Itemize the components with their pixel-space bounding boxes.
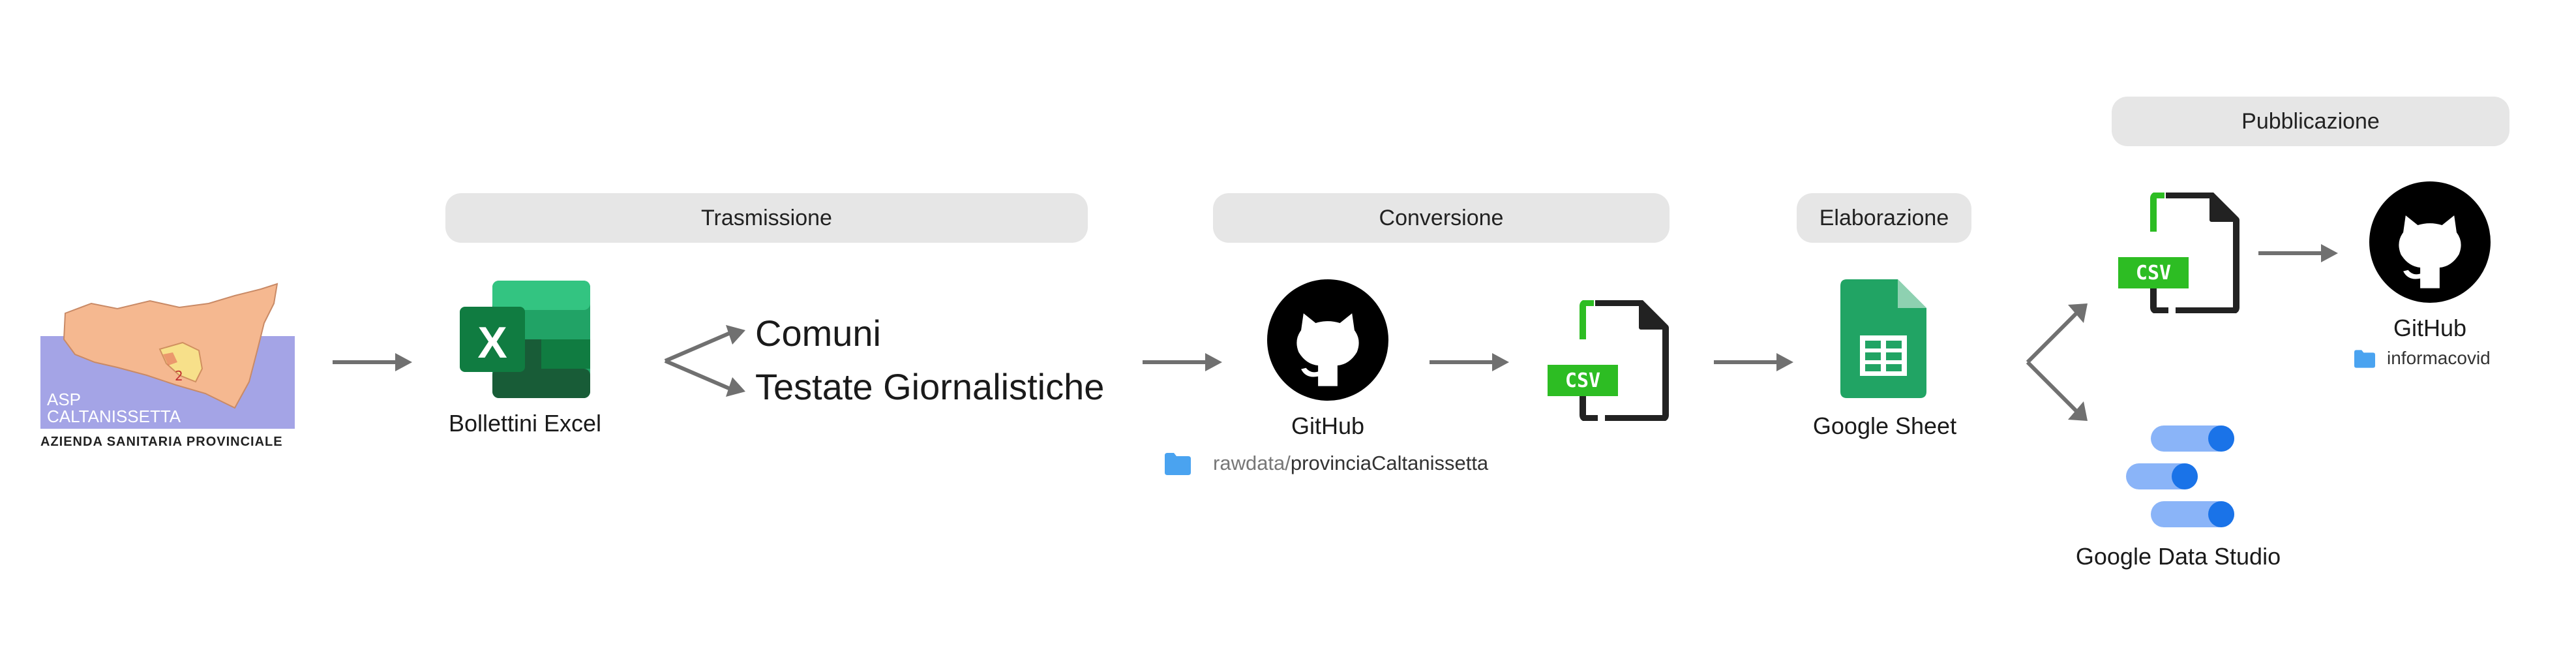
asp-logo-subtitle: AZIENDA SANITARIA PROVINCIALE xyxy=(40,435,283,449)
github-raw-path: rawdata/provinciaCaltanissetta xyxy=(1213,452,1488,475)
folder-icon xyxy=(1165,453,1191,475)
excel-letter: X xyxy=(477,318,507,367)
github-pub-label: GitHub xyxy=(2393,315,2467,341)
asp-logo-line1: ASP xyxy=(47,390,81,409)
arrow-icon xyxy=(2258,240,2340,266)
recipient-testate: Testate Giornalistiche xyxy=(755,366,1105,407)
stage-elaborazione-label: Elaborazione xyxy=(1819,205,1949,230)
github-raw-path-name: provinciaCaltanissetta xyxy=(1290,452,1489,474)
asp-logo: 2 ASP CALTANISSETTA AZIENDA SANITARIA PR… xyxy=(39,277,300,454)
map-district-number: 2 xyxy=(175,368,183,384)
sheet-label: Google Sheet xyxy=(1812,412,1957,439)
arrow-icon xyxy=(333,349,414,375)
github-icon xyxy=(2369,181,2491,303)
github-pub-repo: informacovid xyxy=(2387,348,2491,368)
stage-trasmissione: Trasmissione xyxy=(445,193,1088,243)
folder-icon xyxy=(2354,350,2375,368)
stage-elaborazione: Elaborazione xyxy=(1797,193,1971,243)
stage-conversione-label: Conversione xyxy=(1379,205,1504,230)
csv-badge-text: CSV xyxy=(2136,262,2171,285)
github-raw-label: GitHub xyxy=(1291,412,1365,439)
google-sheets-icon xyxy=(1840,279,1926,398)
github-icon xyxy=(1267,279,1388,401)
arrow-icon xyxy=(1430,349,1511,375)
split-arrows xyxy=(662,325,750,397)
stage-conversione: Conversione xyxy=(1213,193,1670,243)
google-data-studio-icon xyxy=(2125,424,2236,529)
arrow-icon xyxy=(1143,349,1224,375)
asp-logo-line2: CALTANISSETTA xyxy=(47,407,181,426)
stage-trasmissione-label: Trasmissione xyxy=(701,205,832,230)
stage-pubblicazione-label: Pubblicazione xyxy=(2241,108,2380,134)
csv-file-icon: CSV xyxy=(1546,300,1670,421)
arrow-icon xyxy=(1714,349,1795,375)
recipient-comuni: Comuni xyxy=(755,313,881,354)
stage-pubblicazione: Pubblicazione xyxy=(2112,97,2509,146)
excel-label: Bollettini Excel xyxy=(448,410,602,437)
branch-arrows xyxy=(2025,303,2090,421)
excel-icon: X xyxy=(460,281,590,398)
csv-badge-text: CSV xyxy=(1565,369,1600,392)
github-raw-path-prefix: rawdata/ xyxy=(1213,452,1291,474)
datastudio-label: Google Data Studio xyxy=(2075,543,2281,570)
csv-file-icon: CSV xyxy=(2116,193,2240,313)
